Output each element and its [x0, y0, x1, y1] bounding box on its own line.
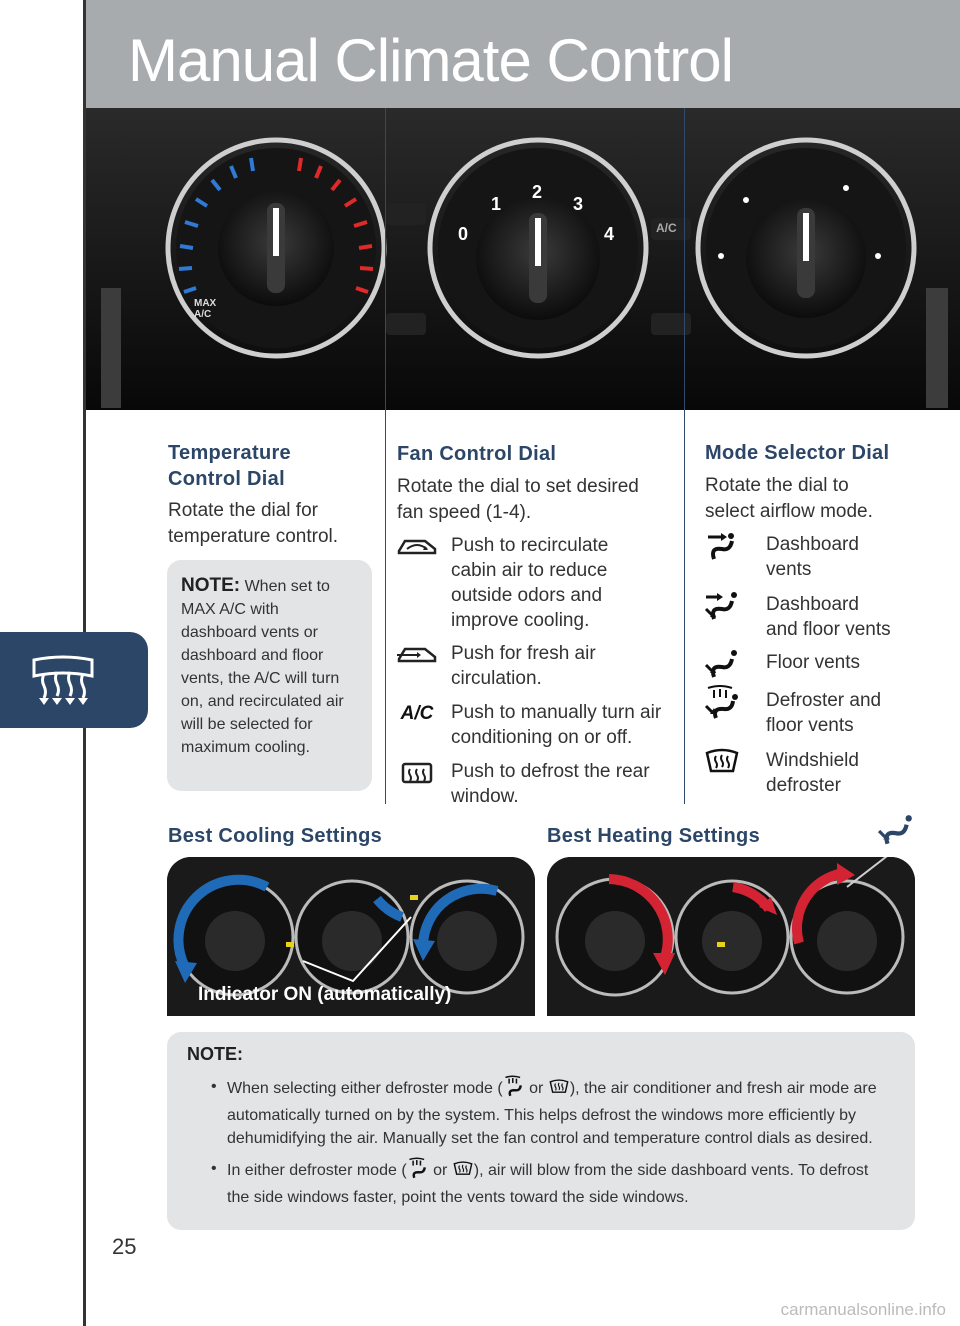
best-heating-title: Best Heating Settings: [547, 825, 760, 847]
page-header: Manual Climate Control: [86, 0, 960, 108]
mode-item-floor-vents: Floor vents: [700, 650, 860, 678]
temperature-description: Rotate the dial for temperature control.: [168, 500, 339, 547]
recirculate-icon: [395, 533, 439, 561]
note-label: NOTE:: [181, 575, 241, 596]
fan-button-rear-defrost: Push to defrost the rear window.: [395, 759, 655, 809]
fan-dial-number-4: 4: [604, 224, 615, 244]
temp-dial-max-ac-label: MAX A/C: [194, 298, 217, 320]
indicator-label: Indicator ON (automatically): [198, 984, 452, 1005]
mode-title: Mode Selector Dial: [705, 442, 890, 464]
bottom-note-title: NOTE:: [187, 1044, 243, 1064]
defroster-floor-icon: [700, 685, 744, 719]
heating-mode-icon: [876, 812, 916, 853]
section-tab: [0, 632, 148, 728]
windshield-defroster-icon: [32, 655, 94, 705]
mode-description: Rotate the dial to select airflow mode.: [705, 475, 873, 522]
watermark: carmanualsonline.info: [780, 1300, 946, 1319]
temperature-title: Temperature Control Dial: [168, 442, 291, 490]
ac-icon: A/C: [400, 703, 434, 724]
climate-panel-photo: 0 1 2 3 4 MAX A/C A/C: [86, 108, 960, 410]
windshield-defroster-icon: [452, 1159, 474, 1186]
temperature-note: NOTE: When set to MAX A/C with dashboard…: [167, 560, 372, 791]
fan-description: Rotate the dial to set desired fan speed…: [397, 476, 639, 523]
fan-dial-number-0: 0: [458, 224, 469, 244]
fan-dial-number-3: 3: [573, 194, 584, 214]
bottom-note-bullet-1: When selecting either defroster mode ( o…: [187, 1075, 895, 1150]
windshield-defroster-icon: [700, 748, 744, 776]
column-divider-2: [684, 108, 685, 804]
fan-title: Fan Control Dial: [397, 443, 557, 465]
floor-vents-icon: [700, 650, 744, 678]
dashboard-vents-icon: [700, 532, 744, 560]
ac-button-label: A/C: [656, 221, 677, 235]
fan-button-recirculate: Push to recirculate cabin air to reduce …: [395, 533, 635, 633]
best-cooling-photo: [167, 857, 535, 1016]
fan-button-ac: A/C Push to manually turn air conditioni…: [395, 700, 685, 750]
column-divider-1: [385, 108, 386, 804]
fan-dial-number-1: 1: [491, 194, 502, 214]
rear-defrost-icon: [395, 759, 439, 787]
fan-dial-number-2: 2: [532, 182, 543, 202]
page-title: Manual Climate Control: [128, 27, 734, 94]
dashboard-floor-vents-icon: [700, 592, 744, 620]
page-number: 25: [112, 1234, 137, 1259]
bottom-note-bullet-2: In either defroster mode ( or ), air wil…: [187, 1157, 895, 1209]
fan-button-fresh-air: Push for fresh air circulation.: [395, 641, 635, 691]
defroster-floor-icon: [407, 1157, 429, 1186]
fresh-air-icon: [395, 641, 439, 669]
defroster-floor-icon: [503, 1075, 525, 1104]
best-heating-photo: [547, 857, 915, 1016]
best-cooling-title: Best Cooling Settings: [168, 825, 383, 847]
bottom-note: NOTE: When selecting either defroster mo…: [167, 1032, 915, 1230]
windshield-defroster-icon: [548, 1077, 570, 1104]
